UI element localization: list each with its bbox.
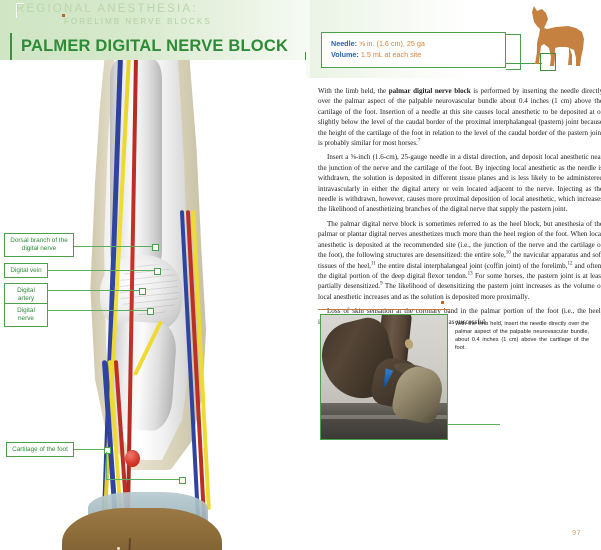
marker-digital-nerve bbox=[147, 308, 154, 315]
p3-ref-1: 10 bbox=[505, 250, 511, 256]
p1-pre: With the limb held, the bbox=[318, 87, 389, 95]
leader-digital-artery bbox=[48, 290, 140, 291]
photo-caption: With the limb held, insert the needle di… bbox=[455, 321, 589, 351]
hoof-highlight bbox=[117, 547, 120, 550]
leader-cartilage-lower bbox=[106, 479, 180, 480]
body-paragraph-3: The palmar digital nerve block is someti… bbox=[318, 219, 601, 302]
label-digital-vein: Digital vein bbox=[4, 263, 48, 279]
volume-value: 1.5 mL at each site bbox=[360, 50, 422, 59]
spec-box-tab bbox=[506, 34, 521, 70]
p3-ref-3: 12 bbox=[567, 261, 573, 267]
p3-ref-2: 11 bbox=[370, 261, 376, 267]
p3-ref-5: 9 bbox=[380, 281, 383, 287]
page-number: 97 bbox=[572, 528, 582, 537]
p1-post: is performed by inserting the needle dir… bbox=[318, 87, 601, 148]
leader-digital-vein bbox=[48, 270, 155, 271]
kicker-dot bbox=[62, 14, 65, 17]
p1-footnote-ref: 7 bbox=[417, 138, 421, 144]
procedure-photo bbox=[320, 314, 448, 440]
needle-spec-box: Needle: ⅝ in. (1.6 cm), 25 ga Volume: 1.… bbox=[321, 32, 506, 68]
label-dorsal-branch-of-the-digital-nerve: Dorsal branch of the digital nerve bbox=[4, 233, 74, 257]
p3-b: the navicular apparatus and soft tissues… bbox=[318, 251, 601, 270]
page-title: PALMER DIGITAL NERVE BLOCK bbox=[21, 37, 289, 55]
p3-ref-4: 13 bbox=[467, 271, 473, 277]
body-paragraph-2: Insert a ⅝-inch (1.6-cm), 25-gauge needl… bbox=[318, 153, 601, 214]
page-title-box: PALMER DIGITAL NERVE BLOCK bbox=[10, 33, 307, 63]
kicker-corner-rule bbox=[16, 3, 24, 18]
label-digital-nerve: Digital nerve bbox=[4, 303, 48, 327]
volume-spec-line: Volume: 1.5 mL at each site bbox=[331, 49, 505, 60]
p3-f: The likelihood of desensitizing the past… bbox=[318, 282, 601, 301]
body-text-column: With the limb held, the palmar digital n… bbox=[318, 86, 601, 331]
p3-a: The palmar digital nerve block is someti… bbox=[318, 219, 601, 260]
marker-cartilage-lower bbox=[179, 477, 186, 484]
leader-digital-nerve bbox=[48, 310, 148, 311]
marker-dorsal-branch bbox=[152, 244, 159, 251]
needle-spec-line: Needle: ⅝ in. (1.6 cm), 25 ga bbox=[331, 38, 505, 49]
marker-digital-vein bbox=[154, 268, 161, 275]
leader-cartilage-vertical bbox=[106, 452, 107, 479]
volume-label: Volume: bbox=[331, 50, 359, 59]
leader-dorsal-branch bbox=[74, 246, 154, 247]
section-divider-dot bbox=[441, 301, 444, 304]
p3-e: For some horses, the pastern joint is at… bbox=[318, 271, 601, 291]
horse-silhouette-icon bbox=[532, 6, 584, 66]
photo-top-rule bbox=[318, 309, 450, 311]
p3-d: and often, the digital portion of the de… bbox=[318, 261, 601, 280]
needle-value: ⅝ in. (1.6 cm), 25 ga bbox=[358, 39, 425, 48]
sesamoid-marker bbox=[125, 450, 140, 467]
marker-digital-artery bbox=[139, 288, 146, 295]
photo-floor-edge bbox=[321, 415, 447, 419]
p1-bold-term: palmar digital nerve block bbox=[388, 87, 471, 95]
kicker-sub-text: FORELIMB NERVE BLOCKS bbox=[64, 17, 212, 26]
leader-cartilage-horizontal bbox=[74, 449, 106, 450]
body-paragraph-1: With the limb held, the palmar digital n… bbox=[318, 86, 601, 148]
marker-cartilage-upper bbox=[104, 447, 111, 454]
caption-leader-line bbox=[448, 424, 500, 425]
label-cartilage-of-the-foot: Cartilage of the foot bbox=[6, 442, 74, 458]
horse-highlight-box bbox=[540, 53, 556, 71]
p3-c: the entire distal interphalangeal joint … bbox=[375, 261, 568, 270]
needle-label: Needle: bbox=[331, 39, 357, 48]
hoof-capsule bbox=[62, 508, 222, 550]
section-kicker: REGIONAL ANESTHESIA: FORELIMB NERVE BLOC… bbox=[16, 2, 296, 28]
kicker-top-text: REGIONAL ANESTHESIA: bbox=[16, 3, 198, 15]
